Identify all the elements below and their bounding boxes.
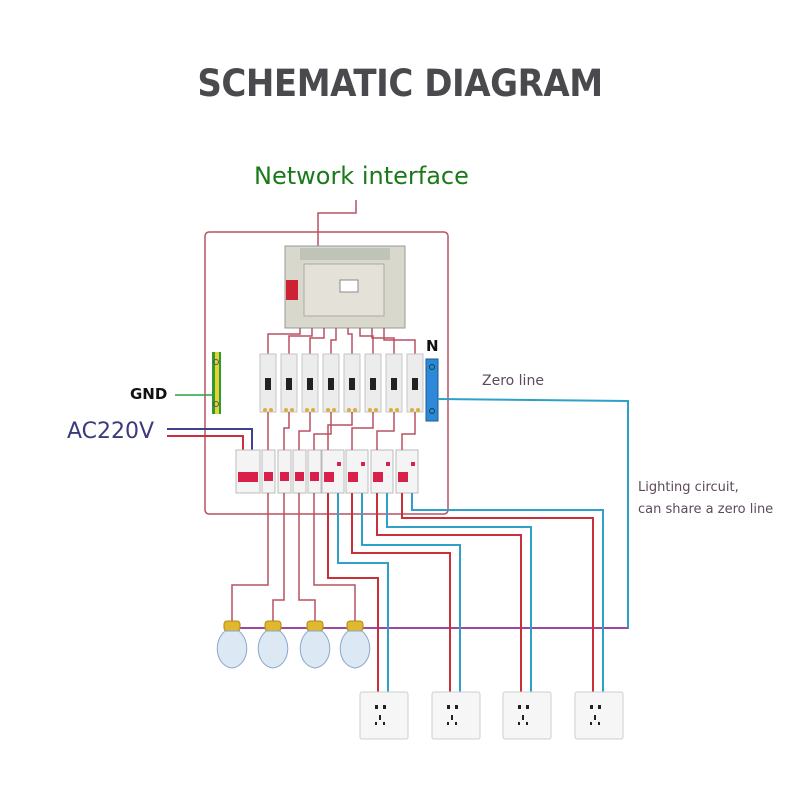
leakage-breaker	[345, 449, 369, 494]
lighting-circuit-wire	[272, 493, 285, 622]
network-interface-label: Network interface	[254, 162, 469, 190]
lighting-circuit-wire	[313, 493, 356, 622]
relay-breaker-wire	[298, 412, 311, 450]
socket-live-wire	[351, 493, 451, 692]
relay-breaker-wire	[376, 412, 395, 450]
relay-module	[364, 353, 382, 413]
light-bulb-icon	[216, 620, 248, 669]
leakage-breaker	[370, 449, 394, 494]
neutral-bar-label: N	[426, 337, 439, 355]
light-bulb-icon	[339, 620, 371, 669]
single-pole-breaker	[261, 449, 276, 494]
leakage-breaker	[395, 449, 419, 494]
network-interface-wire	[317, 200, 357, 248]
socket-live-wire	[401, 493, 594, 692]
controller-relay-wire	[359, 328, 374, 354]
controller-relay-wire	[267, 328, 301, 354]
controller-relay-wire	[371, 328, 395, 354]
controller-relay-wire	[288, 328, 313, 354]
relay-module	[385, 353, 403, 413]
relay-module	[343, 353, 361, 413]
ac-live-input	[167, 435, 244, 451]
socket-neutral-wire	[411, 493, 604, 692]
panel-enclosure	[204, 231, 449, 515]
socket-neutral-wire	[386, 493, 532, 692]
single-pole-breaker	[307, 449, 322, 494]
lighting-circuit-wire	[298, 493, 316, 622]
socket-neutral-wire	[361, 493, 461, 692]
relay-breaker-wire	[401, 412, 416, 450]
controller-relay-wire	[309, 328, 325, 354]
page-title: SCHEMATIC DIAGRAM	[197, 62, 603, 105]
controller-module	[284, 245, 406, 329]
controller-relay-wire	[383, 328, 416, 354]
neutral-bar	[425, 358, 439, 422]
single-pole-breaker	[277, 449, 292, 494]
relay-module	[322, 353, 340, 413]
relay-module	[406, 353, 424, 413]
wall-socket-icon	[431, 691, 481, 740]
relay-breaker-wire	[313, 412, 332, 450]
wall-socket-icon	[359, 691, 409, 740]
controller-relay-wire	[330, 328, 337, 354]
relay-modules	[259, 353, 424, 413]
light-bulb-icon	[299, 620, 331, 669]
socket-live-wire	[376, 493, 522, 692]
breaker-row	[261, 449, 419, 494]
light-bulb-icon	[257, 620, 289, 669]
wall-socket-icon	[574, 691, 624, 740]
socket-neutral-wire	[337, 493, 389, 692]
wall-sockets	[359, 691, 624, 740]
leakage-breaker	[321, 449, 345, 494]
socket-live-wire	[327, 493, 379, 692]
relay-breaker-wire	[351, 412, 374, 450]
relay-breaker-wire	[327, 412, 353, 450]
wall-socket-icon	[502, 691, 552, 740]
controller-output-wires	[267, 328, 416, 354]
gnd-label: GND	[130, 385, 168, 403]
ac-neutral-input	[167, 428, 253, 451]
lighting-circuit-wire	[231, 493, 269, 622]
gnd-bar	[212, 352, 221, 414]
relay-module	[280, 353, 298, 413]
lighting-note-line1: Lighting circuit,	[638, 480, 739, 495]
lighting-note-line2: can share a zero line	[638, 502, 774, 517]
single-pole-breaker	[292, 449, 307, 494]
circuit-wires	[231, 412, 604, 692]
relay-module	[259, 353, 277, 413]
relay-module	[301, 353, 319, 413]
zero-line-label: Zero line	[482, 373, 544, 389]
controller-relay-wire	[347, 328, 353, 354]
relay-breaker-wire	[283, 412, 290, 450]
main-breaker	[235, 449, 261, 494]
ac220v-label: AC220V	[67, 419, 155, 444]
light-bulbs	[216, 620, 371, 669]
